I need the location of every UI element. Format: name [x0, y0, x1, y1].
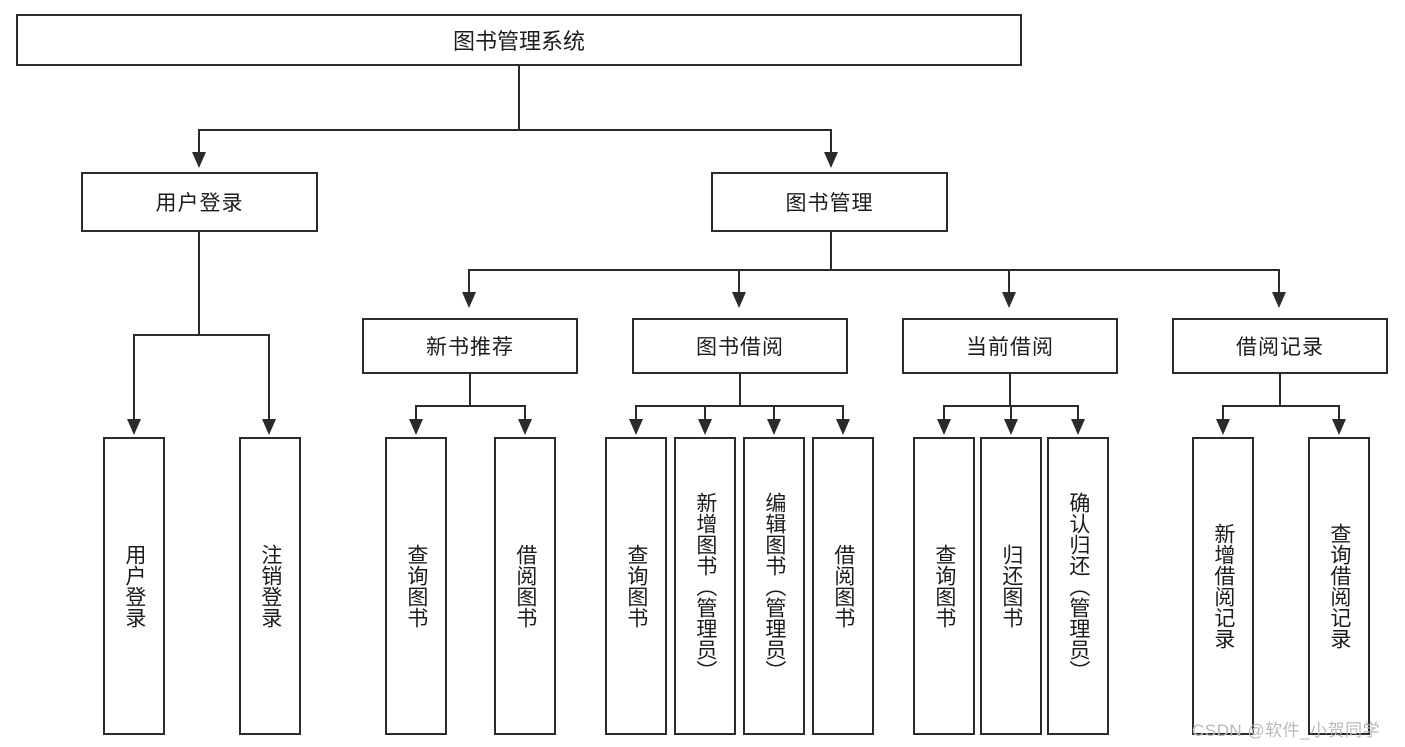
node-label: 确认归还（管理员） [1066, 491, 1090, 681]
edge-drop-bb-leaf-2 [704, 405, 706, 420]
edge-drop-leaf-logout [268, 334, 270, 420]
edge-drop-cb-leaf-2 [1010, 405, 1012, 420]
node-label: 图书借阅 [696, 336, 784, 359]
node-book-management[interactable]: 图书管理 [711, 172, 948, 232]
node-new-book-recommend[interactable]: 新书推荐 [362, 318, 578, 374]
arrowhead-book-borrow [732, 292, 746, 308]
leaf-bb-add-book-admin[interactable]: 新增图书（管理员） [674, 437, 736, 735]
node-label: 注销登录 [258, 544, 282, 628]
arrowhead-br-leaf-1 [1216, 419, 1230, 435]
node-label: 新书推荐 [426, 336, 514, 359]
arrowhead-cb-leaf-3 [1071, 419, 1085, 435]
node-user-login[interactable]: 用户登录 [81, 172, 318, 232]
node-current-borrow[interactable]: 当前借阅 [902, 318, 1118, 374]
edge-new-book-stem [469, 374, 471, 406]
leaf-br-add-record[interactable]: 新增借阅记录 [1192, 437, 1254, 735]
edge-drop-nb-leaf-1 [415, 405, 417, 420]
node-label: 借阅图书 [513, 544, 537, 628]
node-label: 当前借阅 [966, 336, 1054, 359]
leaf-bb-query-book[interactable]: 查询图书 [605, 437, 667, 735]
leaf-bb-borrow-book[interactable]: 借阅图书 [812, 437, 874, 735]
edge-book-mgmt-stem [830, 232, 832, 270]
node-label: 查询借阅记录 [1327, 523, 1351, 649]
node-label: 查询图书 [404, 544, 428, 628]
edge-user-login-bus [133, 334, 269, 336]
arrowhead-br-leaf-2 [1332, 419, 1346, 435]
edge-drop-book-mgmt [830, 129, 832, 153]
edge-book-borrow-bus [635, 405, 844, 407]
edge-drop-leaf-user-login [133, 334, 135, 420]
edge-root-stem [518, 66, 520, 130]
leaf-bb-edit-book-admin[interactable]: 编辑图书（管理员） [743, 437, 805, 735]
edge-drop-bb-leaf-4 [842, 405, 844, 420]
edge-drop-nb-leaf-2 [524, 405, 526, 420]
arrowhead-bb-leaf-4 [836, 419, 850, 435]
leaf-nb-query-book[interactable]: 查询图书 [385, 437, 447, 735]
arrowhead-cb-leaf-2 [1004, 419, 1018, 435]
edge-drop-bb-leaf-3 [773, 405, 775, 420]
arrowhead-leaf-logout [262, 419, 276, 435]
edge-drop-user-login [198, 129, 200, 153]
arrowhead-new-book [462, 292, 476, 308]
edge-new-book-bus [415, 405, 525, 407]
edge-user-login-stem [198, 232, 200, 335]
node-label: 用户登录 [155, 192, 244, 215]
node-label: 编辑图书（管理员） [762, 491, 786, 681]
edge-current-borrow-stem [1009, 374, 1011, 406]
arrowhead-cb-leaf-1 [937, 419, 951, 435]
edge-drop-borrow-record [1278, 269, 1280, 293]
node-label: 新增借阅记录 [1211, 523, 1235, 649]
node-label: 借阅图书 [831, 544, 855, 628]
arrowhead-bb-leaf-1 [629, 419, 643, 435]
edge-drop-br-leaf-1 [1222, 405, 1224, 420]
edge-drop-book-borrow [738, 269, 740, 293]
edge-drop-bb-leaf-1 [635, 405, 637, 420]
edge-drop-cb-leaf-3 [1077, 405, 1079, 420]
arrowhead-nb-leaf-2 [518, 419, 532, 435]
leaf-br-query-record[interactable]: 查询借阅记录 [1308, 437, 1370, 735]
edge-drop-cb-leaf-1 [943, 405, 945, 420]
leaf-cb-return-book[interactable]: 归还图书 [980, 437, 1042, 735]
leaf-cb-query-book[interactable]: 查询图书 [913, 437, 975, 735]
node-label: 借阅记录 [1236, 336, 1324, 359]
watermark: CSDN @软件_小贺同学 [1192, 721, 1381, 740]
leaf-nb-borrow-book[interactable]: 借阅图书 [494, 437, 556, 735]
arrowhead-user-login [192, 152, 206, 168]
arrowhead-bb-leaf-3 [767, 419, 781, 435]
edge-book-borrow-stem [739, 374, 741, 406]
node-label: 图书管理系统 [452, 29, 585, 54]
node-book-borrow[interactable]: 图书借阅 [632, 318, 848, 374]
node-label: 查询图书 [624, 544, 648, 628]
edge-borrow-record-bus [1222, 405, 1339, 407]
node-label: 图书管理 [785, 192, 874, 215]
edge-level2-bus [198, 129, 832, 131]
arrowhead-nb-leaf-1 [409, 419, 423, 435]
node-label: 归还图书 [999, 544, 1023, 628]
leaf-cb-confirm-return-admin[interactable]: 确认归还（管理员） [1047, 437, 1109, 735]
node-borrow-record[interactable]: 借阅记录 [1172, 318, 1388, 374]
edge-level3-bus [468, 269, 1280, 271]
edge-drop-new-book [468, 269, 470, 293]
node-root-system[interactable]: 图书管理系统 [16, 14, 1022, 66]
edge-drop-current-borrow [1008, 269, 1010, 293]
arrowhead-bb-leaf-2 [698, 419, 712, 435]
arrowhead-leaf-user-login [127, 419, 141, 435]
leaf-user-login[interactable]: 用户登录 [103, 437, 165, 735]
node-label: 用户登录 [122, 544, 146, 628]
arrowhead-book-mgmt [824, 152, 838, 168]
arrowhead-borrow-record [1272, 292, 1286, 308]
arrowhead-current-borrow [1002, 292, 1016, 308]
leaf-logout[interactable]: 注销登录 [239, 437, 301, 735]
edge-drop-br-leaf-2 [1338, 405, 1340, 420]
node-label: 查询图书 [932, 544, 956, 628]
edge-borrow-record-stem [1279, 374, 1281, 406]
node-label: 新增图书（管理员） [693, 491, 717, 681]
